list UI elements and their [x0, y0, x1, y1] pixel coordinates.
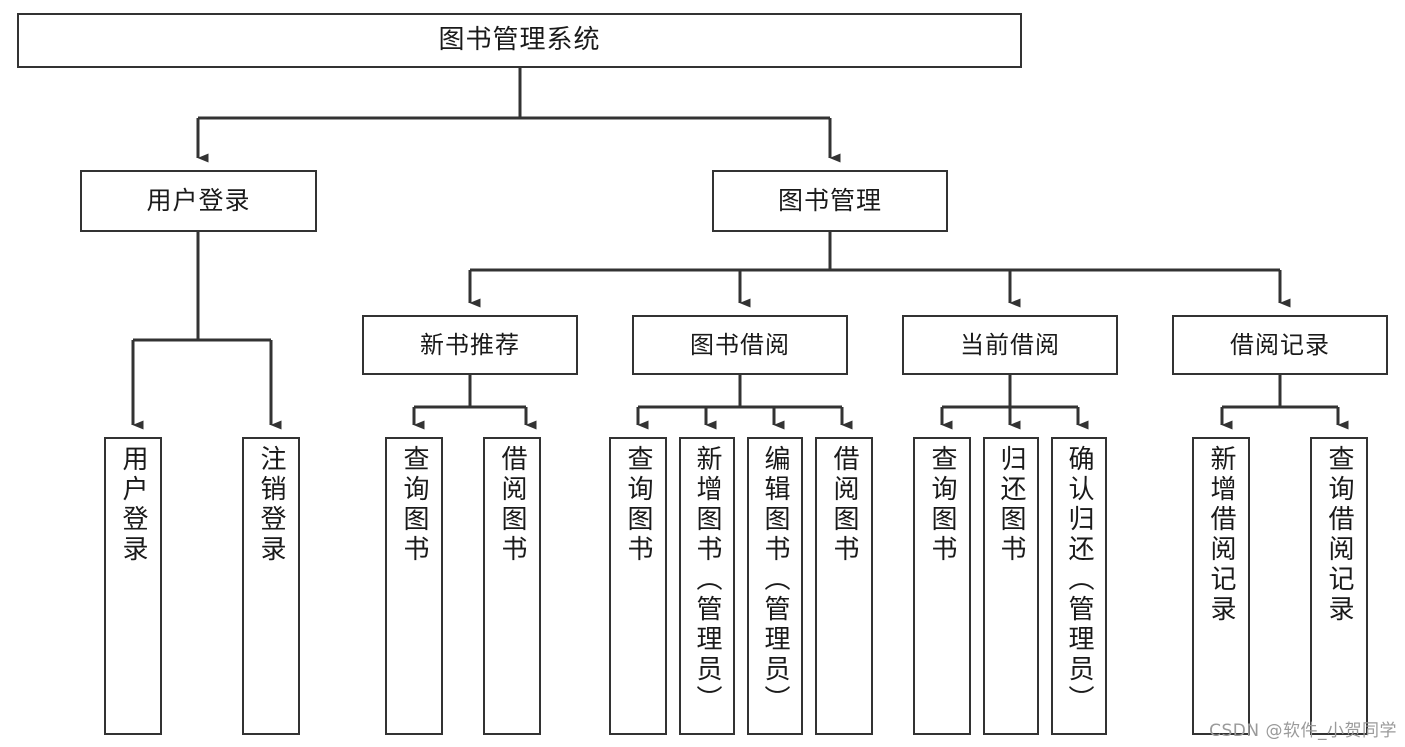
node-leaf-add-record[interactable]: 新增借阅记录	[1192, 437, 1250, 735]
node-current-borrow-label: 当前借阅	[960, 330, 1060, 359]
node-book-manage-label: 图书管理	[777, 186, 882, 216]
node-leaf-edit-book-label: 编辑图书（管理员）	[760, 445, 790, 715]
node-new-book-recommend[interactable]: 新书推荐	[362, 315, 578, 375]
node-leaf-return-book-label: 归还图书	[996, 445, 1026, 565]
node-leaf-borrow-book-1-label: 借阅图书	[497, 445, 527, 565]
node-leaf-confirm-return[interactable]: 确认归还（管理员）	[1051, 437, 1107, 735]
node-leaf-confirm-return-label: 确认归还（管理员）	[1064, 445, 1094, 715]
node-root[interactable]: 图书管理系统	[17, 13, 1022, 68]
node-leaf-add-record-label: 新增借阅记录	[1206, 445, 1236, 625]
node-current-borrow[interactable]: 当前借阅	[902, 315, 1118, 375]
node-user-login[interactable]: 用户登录	[80, 170, 317, 232]
node-borrow-record-label: 借阅记录	[1230, 330, 1330, 359]
node-user-login-label: 用户登录	[146, 186, 251, 216]
node-leaf-query-book-3[interactable]: 查询图书	[913, 437, 971, 735]
node-leaf-borrow-book-2-label: 借阅图书	[829, 445, 859, 565]
node-root-label: 图书管理系统	[438, 25, 601, 56]
node-leaf-user-login[interactable]: 用户登录	[104, 437, 162, 735]
node-book-manage[interactable]: 图书管理	[712, 170, 948, 232]
node-borrow-record[interactable]: 借阅记录	[1172, 315, 1388, 375]
node-leaf-return-book[interactable]: 归还图书	[983, 437, 1039, 735]
csdn-watermark: CSDN @软件_小贺同学	[1209, 721, 1397, 741]
node-leaf-logout[interactable]: 注销登录	[242, 437, 300, 735]
node-book-borrow-label: 图书借阅	[690, 330, 790, 359]
node-leaf-borrow-book-2[interactable]: 借阅图书	[815, 437, 873, 735]
node-new-book-recommend-label: 新书推荐	[420, 330, 520, 359]
node-leaf-edit-book[interactable]: 编辑图书（管理员）	[747, 437, 803, 735]
node-leaf-logout-label: 注销登录	[256, 445, 286, 565]
node-leaf-add-book-label: 新增图书（管理员）	[692, 445, 722, 715]
node-leaf-query-book-3-label: 查询图书	[927, 445, 957, 565]
node-leaf-query-book-1[interactable]: 查询图书	[385, 437, 443, 735]
node-leaf-user-login-label: 用户登录	[118, 445, 148, 565]
node-leaf-query-book-2-label: 查询图书	[623, 445, 653, 565]
node-book-borrow[interactable]: 图书借阅	[632, 315, 848, 375]
node-leaf-query-record[interactable]: 查询借阅记录	[1310, 437, 1368, 735]
node-leaf-query-book-1-label: 查询图书	[399, 445, 429, 565]
node-leaf-add-book[interactable]: 新增图书（管理员）	[679, 437, 735, 735]
node-leaf-borrow-book-1[interactable]: 借阅图书	[483, 437, 541, 735]
node-leaf-query-book-2[interactable]: 查询图书	[609, 437, 667, 735]
node-leaf-query-record-label: 查询借阅记录	[1324, 445, 1354, 625]
